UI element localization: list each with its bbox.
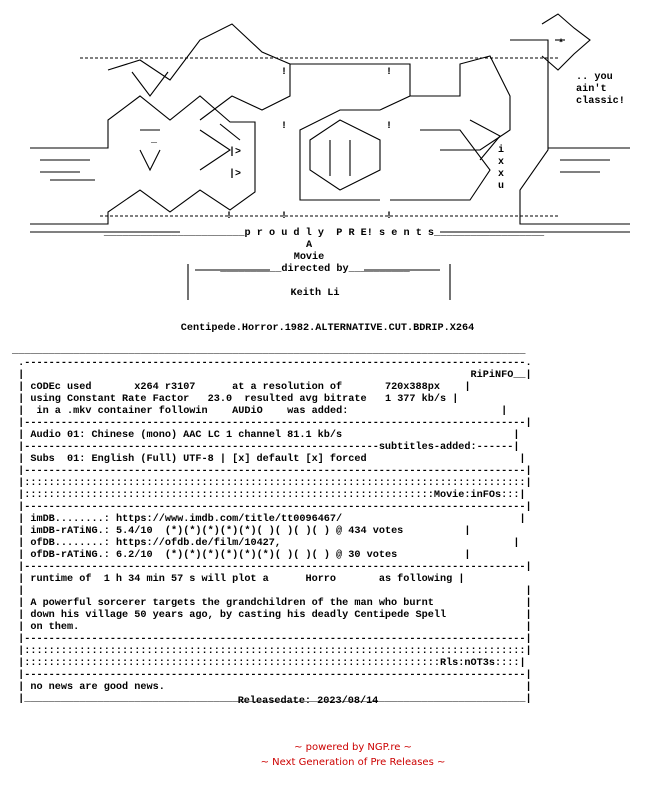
container-text: in a .mkv container followin — [36, 406, 208, 417]
svg-text:!: ! — [281, 121, 287, 132]
nfo-info-box: ________________________________________… — [12, 346, 532, 705]
audio-label: AUDiO — [232, 406, 263, 417]
rlsnotes-label: Rls:nOT3s — [439, 658, 495, 669]
subs-track: Subs 01: English (Full) UTF-8 | [x] defa… — [30, 454, 367, 465]
tagline-line-2: ain't — [576, 84, 607, 95]
runtime-text: runtime of 1 h 34 min 57 s will plot a — [30, 574, 269, 585]
imdb-rating-label: imDB-rATiNG.: — [30, 526, 110, 537]
audio-track: Audio 01: Chinese (mono) AAC LC 1 channe… — [30, 430, 343, 441]
ofdb-rating-label: ofDB-rATiNG.: — [30, 550, 110, 561]
tagline-line-3: classic! — [576, 96, 625, 107]
svg-text:!: ! — [281, 211, 287, 222]
codec-value: x264 r3107 — [134, 382, 196, 393]
svg-text:x: x — [498, 169, 504, 180]
imdb-votes: @ 434 votes — [336, 526, 404, 537]
a-label: A — [305, 240, 313, 251]
following-text: as following — [378, 574, 453, 585]
ofdb-rating-value: 6.2/10 — [115, 550, 153, 561]
tagline: .. you ain't classic! — [576, 72, 625, 108]
svg-text:!: ! — [281, 67, 287, 78]
resolution-value: 720x388px — [384, 382, 440, 393]
resolution-label: at a resolution of — [232, 382, 343, 393]
directed-by-label: directed by — [281, 264, 349, 275]
imdb-rating-value: 5.4/10 — [115, 526, 153, 537]
director-name: Keith Li — [290, 288, 340, 299]
a-movie-block: A Movie — [0, 240, 618, 264]
svg-text:u: u — [498, 181, 504, 192]
bitrate-value: 1 377 kb/s — [384, 394, 447, 405]
svg-text:!: ! — [386, 121, 392, 132]
proudly-presents-line: _______________________p r o u d l y P R… — [103, 228, 545, 239]
footer: ~ powered by NGP.re ~ ~ Next Generation … — [0, 740, 648, 770]
svg-text:|>: |> — [229, 146, 241, 158]
crf-label: using Constant Rate Factor — [30, 394, 190, 405]
bitrate-label: resulted avg bitrate — [244, 394, 367, 405]
release-date: Releasedate: 2023/08/14 — [237, 696, 379, 707]
was-added-text: was added: — [287, 406, 349, 417]
ripinfo-label: RiPiNFO — [470, 370, 514, 381]
directed-by-box: __________directed by__________ Keith Li — [220, 264, 410, 299]
svg-text:|>: |> — [229, 168, 241, 180]
movie-label: Movie — [293, 252, 325, 263]
plot-line-3: on them. — [30, 622, 80, 633]
svg-text:*: * — [558, 38, 564, 50]
ofdb-label: ofDB........: — [30, 538, 110, 549]
codec-label: cODEc used — [30, 382, 92, 393]
imdb-url: https://www.imdb.com/title/tt0096467/ — [115, 514, 343, 525]
svg-text:i: i — [498, 144, 504, 156]
imdb-label: imDB........: — [30, 514, 110, 525]
subtitles-label: subtitles-added: — [378, 442, 477, 453]
ofdb-url: https://ofdb.de/film/10427, — [115, 538, 282, 549]
plot-line-1: A powerful sorcerer targets the grandchi… — [30, 598, 434, 609]
notes-text: no news are good news. — [30, 682, 165, 693]
ascii-logo-art: _ |> |> ! ! ! ! ! ! ! i x x u * — [30, 13, 630, 300]
release-name: Centipede.Horror.1982.ALTERNATIVE.CUT.BD… — [180, 323, 475, 334]
plot-line-2: down his village 50 years ago, by castin… — [30, 610, 447, 621]
svg-text:_: _ — [150, 135, 158, 146]
tagline-line-1: .. you — [576, 72, 613, 83]
svg-text:!: ! — [226, 211, 232, 222]
svg-text:x: x — [498, 157, 504, 168]
svg-text:!: ! — [386, 67, 392, 78]
ofdb-votes: @ 30 votes — [336, 550, 398, 561]
crf-value: 23.0 — [207, 394, 233, 405]
movieinfo-label: Movie:inFOs — [433, 490, 502, 501]
powered-by-line: ~ powered by NGP.re ~ — [294, 742, 412, 753]
next-generation-line: ~ Next Generation of Pre Releases ~ — [260, 757, 446, 768]
svg-text:!: ! — [386, 211, 392, 222]
proudly-presents-text: p r o u d l y P R E! s e n t s — [244, 228, 435, 239]
genre-value: Horro — [305, 574, 337, 585]
